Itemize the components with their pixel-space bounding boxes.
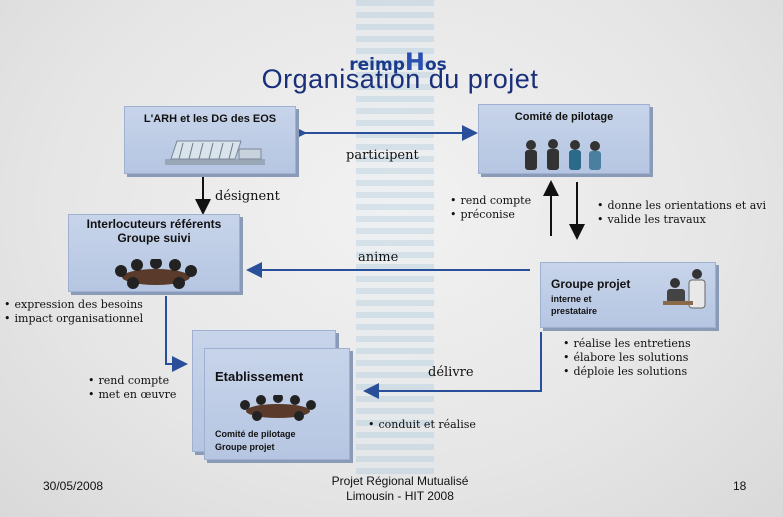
building-icon (165, 140, 265, 165)
box-etablissement: Etablissement Comité de pilotage Groupe … (204, 348, 350, 460)
footer-center-line2: Limousin - HIT 2008 (346, 489, 454, 503)
reimphos-logo: reimpHos (349, 48, 447, 76)
meeting-table-icon (115, 259, 197, 289)
box-comite-title: Comité de pilotage (514, 111, 614, 123)
box-etablissement-sub1: Comité de pilotage (215, 429, 296, 439)
box-groupe-projet-sub2: prestataire (551, 306, 598, 316)
arrow-to-etablissement (165, 296, 188, 372)
bullets-groupe-projet: réalise les entretiens élabore les solut… (563, 337, 691, 379)
box-interlocuteurs-line1: Interlocuteurs référents (86, 217, 222, 231)
box-etablissement-title: Etablissement (215, 369, 304, 384)
arrow-delivre (363, 332, 542, 399)
background-stripe (356, 0, 434, 480)
box-interlocuteurs: Interlocuteurs référents Groupe suivi (68, 214, 240, 292)
label-participent: participent (346, 148, 419, 163)
box-groupe-projet-sub1: interne et (551, 294, 592, 304)
footer-center: Projet Régional Mutualisé Limousin - HIT… (300, 474, 500, 504)
meeting-table-icon-2 (240, 395, 316, 421)
box-arh: L'ARH et les DG des EOS (124, 106, 296, 174)
box-etablissement-sub2: Groupe projet (215, 442, 275, 452)
footer-center-line1: Projet Régional Mutualisé (331, 474, 469, 488)
bullets-comite-right: donne les orientations et avi valide les… (597, 199, 767, 227)
bullets-etablissement-right: conduit et réalise (368, 418, 476, 432)
slide-title: Organisation du projet (261, 64, 539, 94)
bullets-comite-left: rend compte préconise (450, 194, 532, 222)
box-interlocuteurs-line2: Groupe suivi (117, 231, 191, 245)
team-icon (663, 269, 706, 309)
footer-page-number: 18 (733, 479, 747, 493)
box-groupe-projet-title: Groupe projet (551, 277, 631, 291)
footer-date: 30/05/2008 (43, 479, 104, 493)
box-arh-title: L'ARH et les DG des EOS (143, 113, 277, 125)
label-designent: désignent (215, 189, 280, 204)
box-groupe-projet: Groupe projet interne et prestataire (540, 262, 716, 328)
label-delivre: délivre (428, 365, 474, 380)
box-comite-pilotage: Comité de pilotage (478, 104, 650, 174)
bullets-interlocuteurs: expression des besoins impact organisati… (4, 298, 144, 326)
label-anime: anime (358, 250, 399, 265)
bullets-etablissement-left: rend compte met en œuvre (88, 374, 177, 402)
people-meeting-icon (525, 139, 601, 170)
